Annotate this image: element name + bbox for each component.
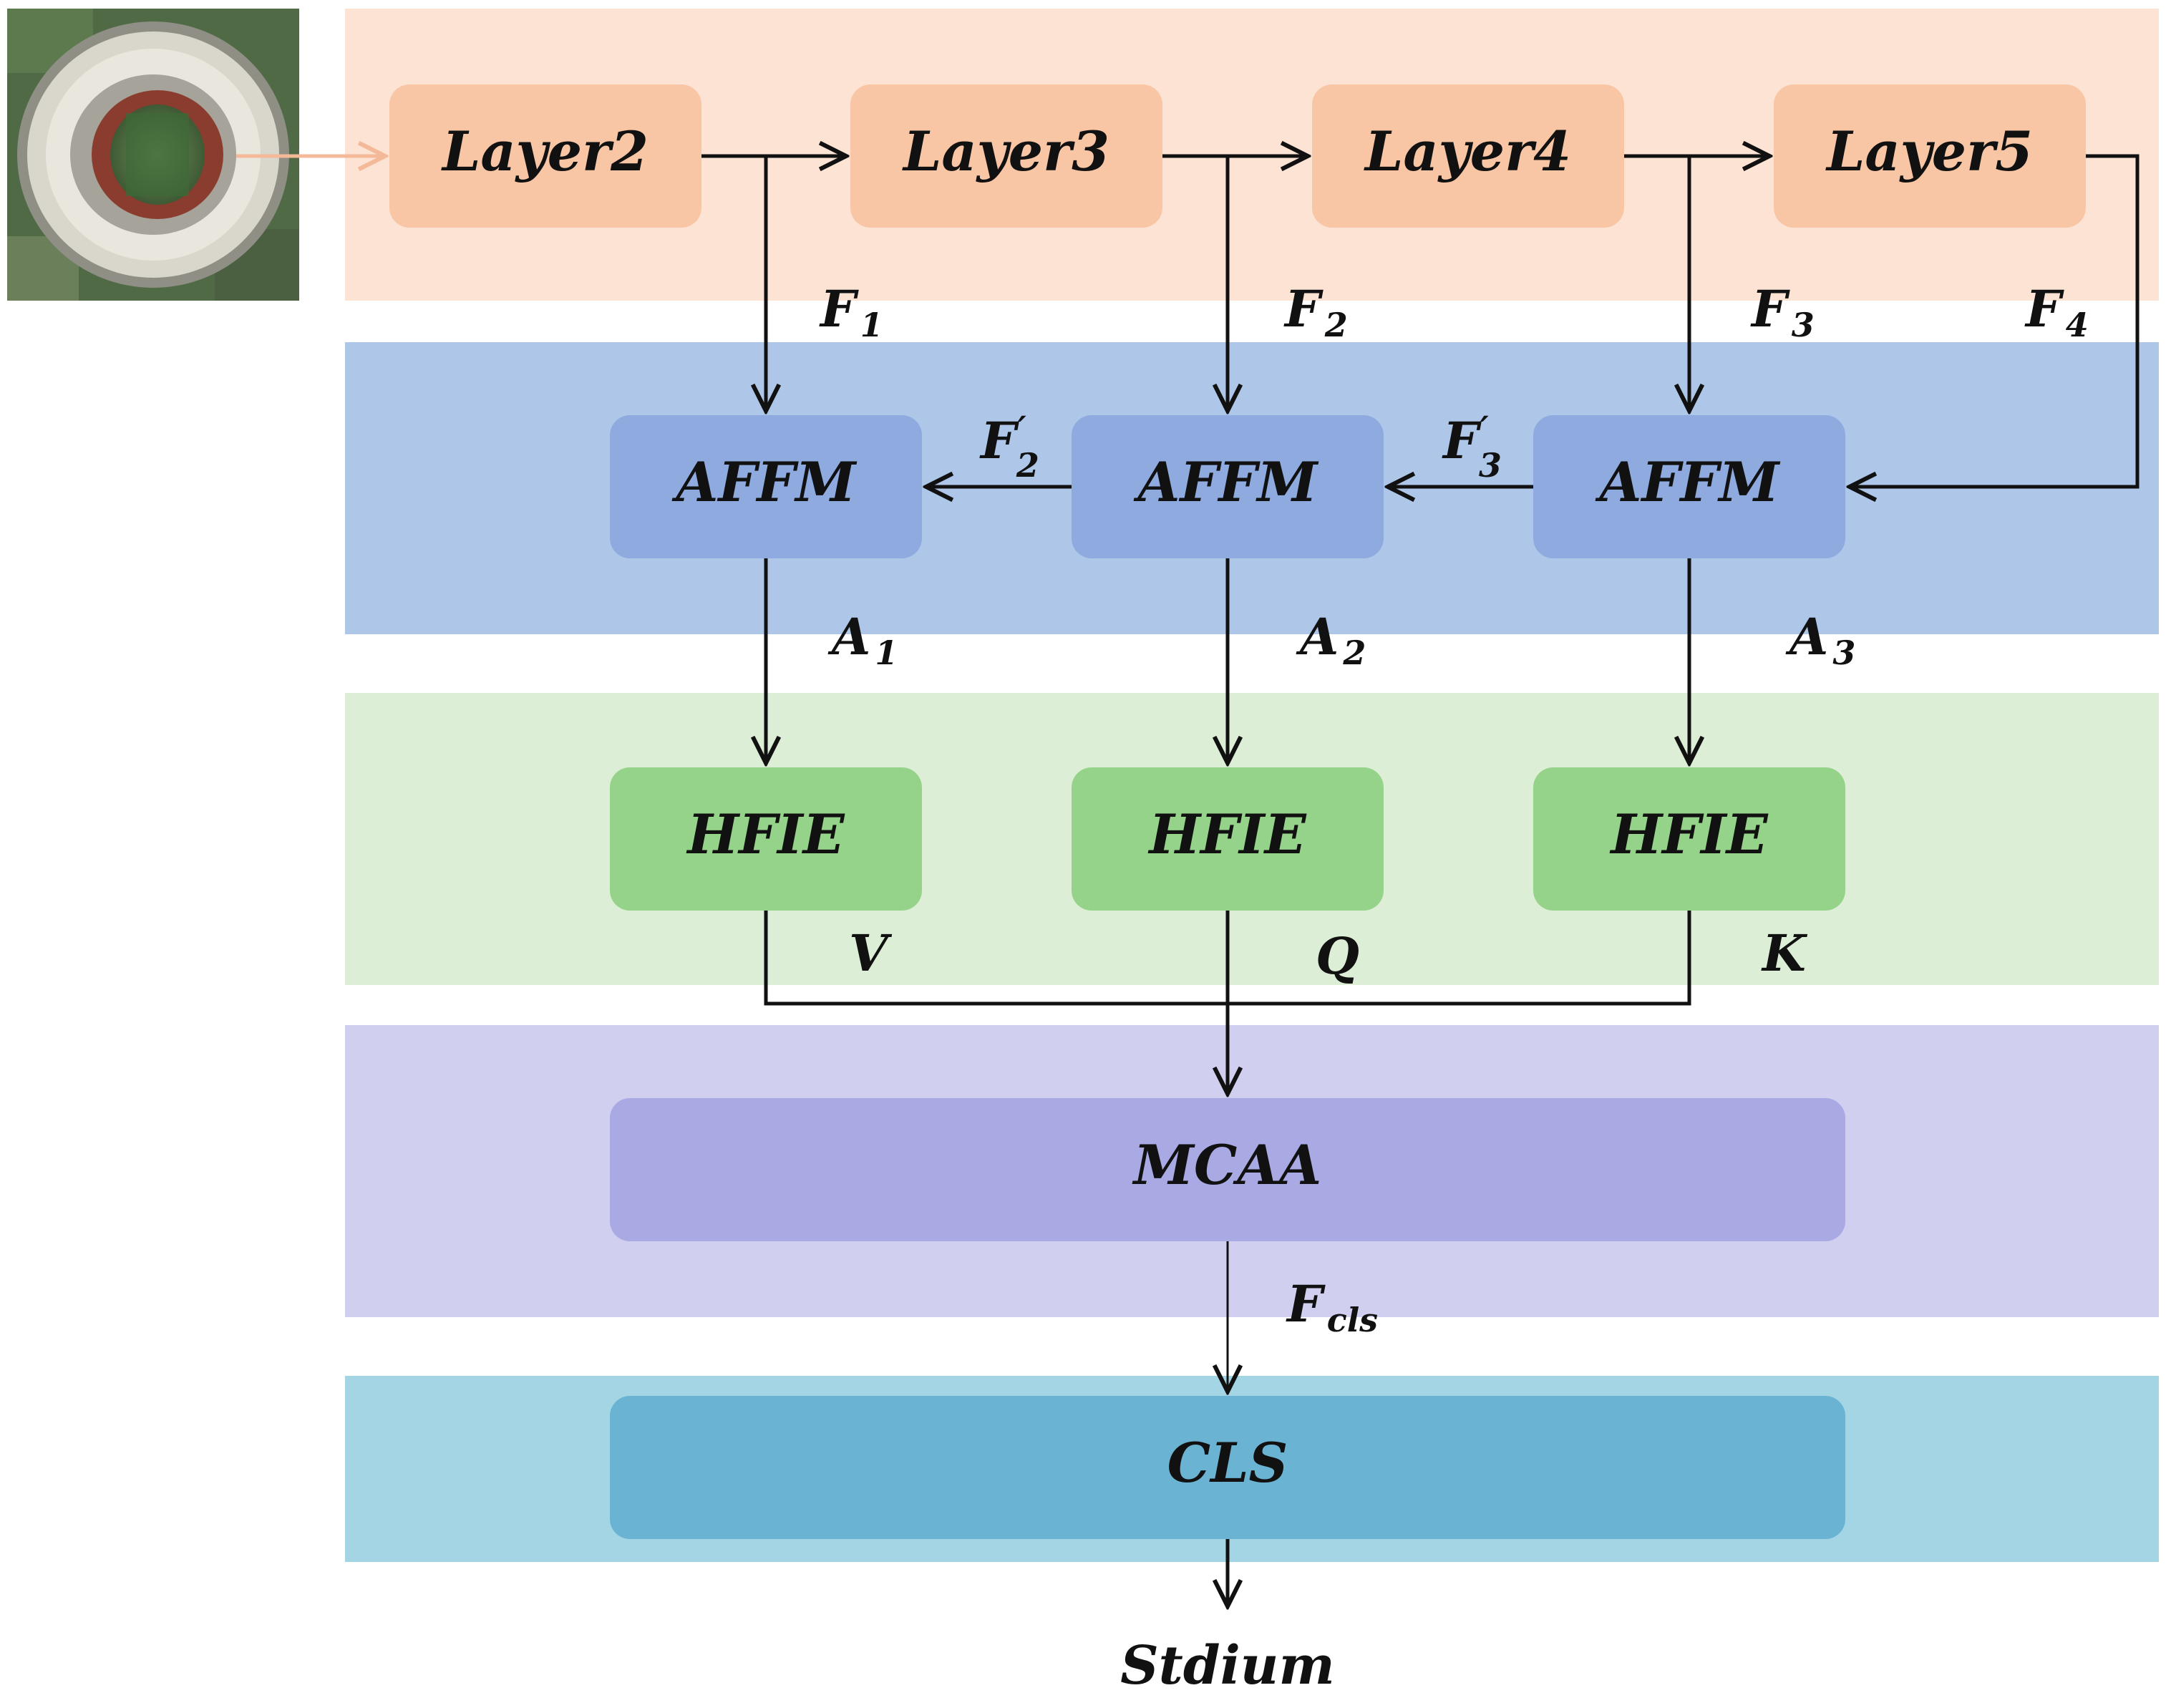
label-v: V xyxy=(849,923,893,983)
cls-box: CLS xyxy=(610,1396,1845,1539)
layer2-label: Layer2 xyxy=(441,120,649,183)
hfie-box-3: HFIE xyxy=(1533,767,1845,911)
output-label: Stdium xyxy=(1120,1635,1335,1697)
layer3-label: Layer3 xyxy=(902,120,1109,183)
affm-label-3: AFFM xyxy=(1595,450,1780,514)
label-f3-prime: F′3 xyxy=(1442,409,1502,485)
layer3-box: Layer3 xyxy=(850,84,1162,228)
layer2-box: Layer2 xyxy=(389,84,701,228)
cls-label: CLS xyxy=(1167,1431,1288,1495)
affm-box-1: AFFM xyxy=(610,415,922,558)
mcaa-box: MCAA xyxy=(610,1098,1845,1241)
arrow-f4 xyxy=(1850,154,2140,487)
label-f2-prime: F′2 xyxy=(979,409,1039,485)
layer5-box: Layer5 xyxy=(1774,84,2086,228)
layer4-label: Layer4 xyxy=(1364,120,1571,183)
hfie-box-1: HFIE xyxy=(610,767,922,911)
hfie-box-2: HFIE xyxy=(1072,767,1384,911)
affm-label-2: AFFM xyxy=(1133,450,1318,514)
hfie-label-3: HFIE xyxy=(1609,802,1768,866)
hfie-label-2: HFIE xyxy=(1147,802,1306,866)
label-q: Q xyxy=(1316,926,1359,986)
mcaa-label: MCAA xyxy=(1132,1133,1322,1197)
hfie-label-1: HFIE xyxy=(686,802,845,866)
label-k: K xyxy=(1761,923,1808,983)
affm-label-1: AFFM xyxy=(671,450,857,514)
layer4-box: Layer4 xyxy=(1312,84,1624,228)
layer5-label: Layer5 xyxy=(1825,120,2033,183)
connectors xyxy=(236,154,2140,1606)
affm-box-3: AFFM xyxy=(1533,415,1845,558)
affm-box-2: AFFM xyxy=(1072,415,1384,558)
